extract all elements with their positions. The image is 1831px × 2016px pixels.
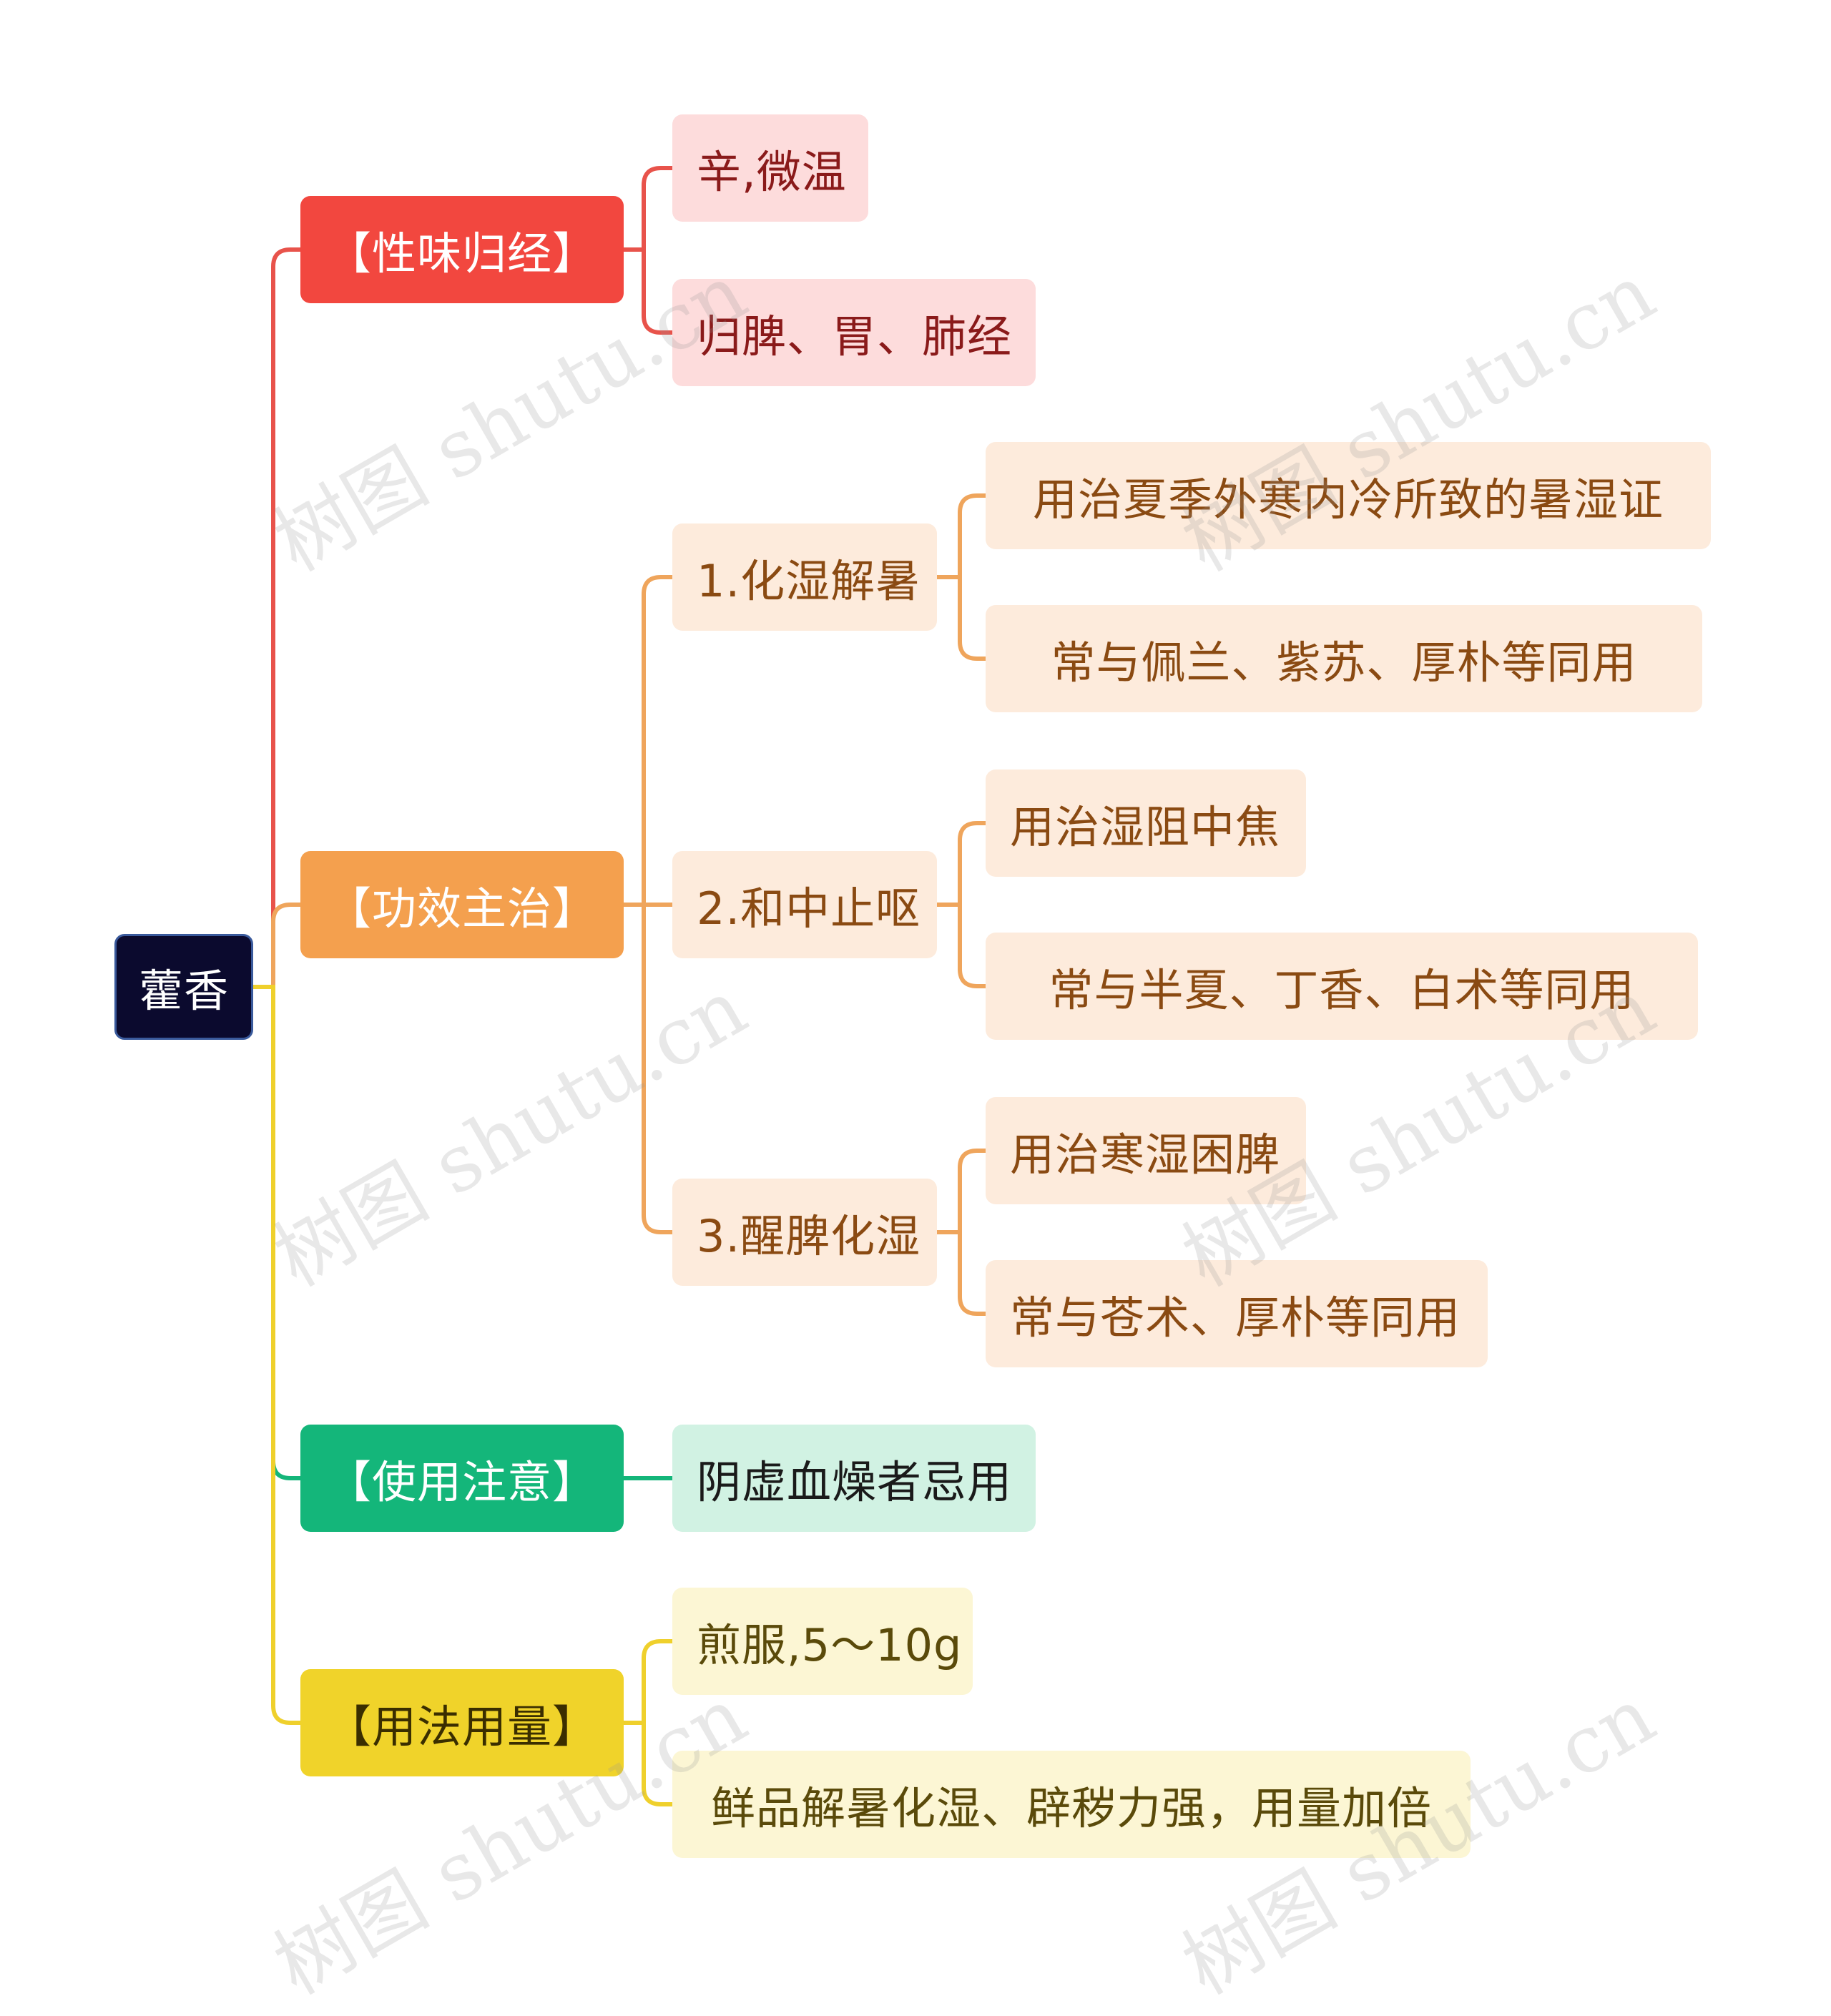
connector-branch4-leaf — [622, 1639, 674, 1725]
connector-sub-leaf — [935, 903, 988, 988]
leaf-cold-damp-spleen[interactable]: 用治寒湿困脾 — [986, 1097, 1306, 1204]
branch-property-taste-meridian[interactable]: 【性味归经】 — [300, 196, 624, 303]
leaf-summer-dampness[interactable]: 用治夏季外寒内冷所致的暑湿证 — [986, 442, 1711, 549]
sub-topic-harmonize-middle[interactable]: 2.和中止呕 — [672, 851, 937, 958]
connector-sub-leaf — [935, 821, 988, 907]
leaf-nature-taste[interactable]: 辛,微温 — [672, 114, 868, 222]
sub-topic-awaken-spleen[interactable]: 3.醒脾化湿 — [672, 1179, 937, 1286]
sub-topic-resolve-dampness[interactable]: 1.化湿解暑 — [672, 523, 937, 631]
connector-branch1-leaf — [622, 247, 674, 335]
connector-root-branch4 — [251, 985, 303, 1725]
branch-usage-dosage[interactable]: 【用法用量】 — [300, 1669, 624, 1776]
leaf-combine-banxia[interactable]: 常与半夏、丁香、白术等同用 — [986, 933, 1698, 1040]
connector-root-branch2 — [251, 903, 303, 989]
connector-sub-leaf — [935, 575, 988, 661]
connector-branch2-sub — [622, 903, 674, 1234]
leaf-combine-peilan[interactable]: 常与佩兰、紫苏、厚朴等同用 — [986, 605, 1702, 712]
connector-sub-leaf — [935, 1230, 988, 1316]
leaf-fresh-herb-dose[interactable]: 鲜品解暑化湿、辟秽力强，用量加倍 — [672, 1751, 1471, 1858]
root-topic[interactable]: 藿香 — [114, 934, 253, 1040]
connector-branch1-leaf — [622, 166, 674, 252]
leaf-contraindication[interactable]: 阴虚血燥者忌用 — [672, 1425, 1036, 1532]
leaf-combine-cangzhu[interactable]: 常与苍术、厚朴等同用 — [986, 1260, 1488, 1367]
leaf-meridian[interactable]: 归脾、胃、肺经 — [672, 279, 1036, 386]
branch-precautions[interactable]: 【使用注意】 — [300, 1425, 624, 1532]
connector-branch2-sub — [622, 575, 674, 907]
branch-efficacy-indications[interactable]: 【功效主治】 — [300, 851, 624, 958]
connector-sub-leaf — [935, 493, 988, 579]
connector-branch4-leaf — [622, 1721, 674, 1806]
leaf-damp-middle-jiao[interactable]: 用治湿阻中焦 — [986, 769, 1306, 877]
leaf-decoction-dose[interactable]: 煎服,5～10g — [672, 1588, 973, 1695]
connector-root-branch1 — [251, 247, 303, 989]
connector-root-branch3 — [251, 985, 303, 1480]
connector-sub-leaf — [935, 1149, 988, 1234]
